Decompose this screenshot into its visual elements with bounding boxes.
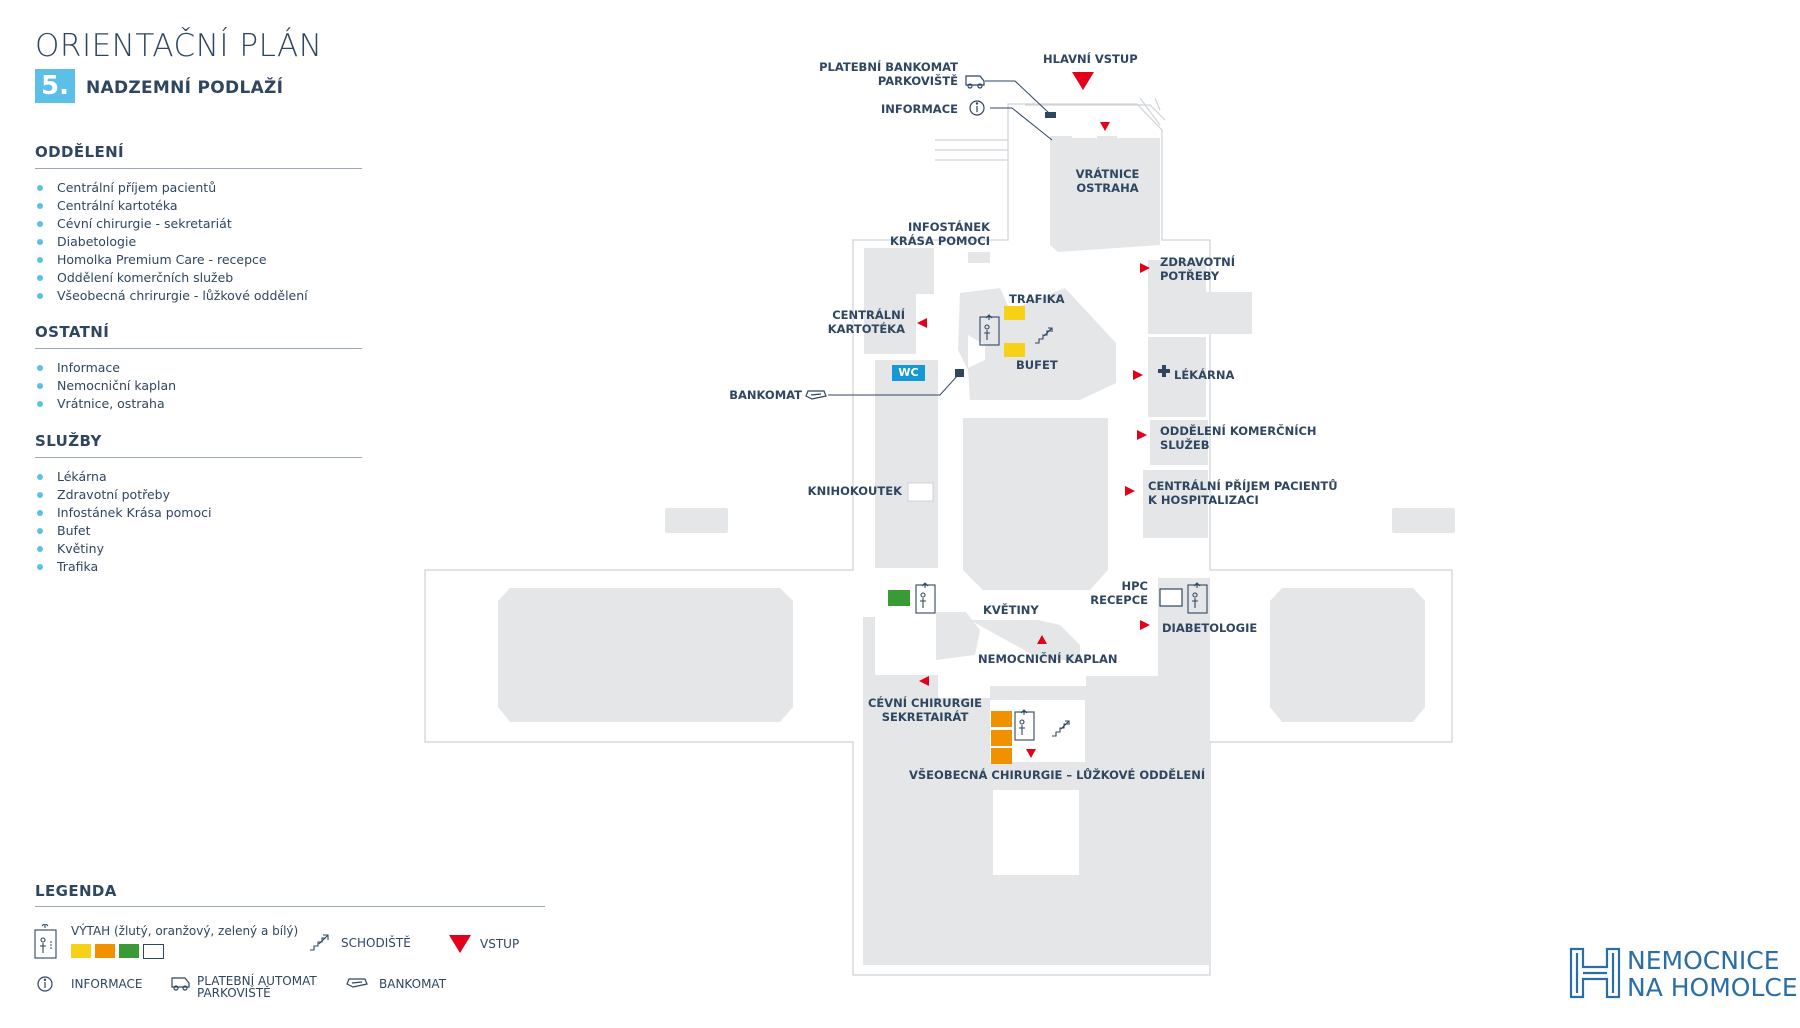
- list-item: Nemocniční kaplan: [35, 377, 176, 395]
- legend-swatch-orange: [95, 944, 115, 958]
- courtyard: [993, 790, 1079, 875]
- elevator-orange: [991, 730, 1012, 746]
- legend-bankomat-label: BANKOMAT: [379, 977, 447, 991]
- section-title-oddeleni: ODDĚLENÍ: [35, 143, 125, 161]
- section-title-ostatni: OSTATNÍ: [35, 323, 110, 341]
- list-item: Oddělení komerčních služeb: [35, 269, 308, 287]
- hospital-logo-mark: [1569, 947, 1621, 999]
- list-item: Diabetologie: [35, 233, 308, 251]
- building-outline: [424, 97, 1453, 976]
- hospital-logo-text: NEMOCNICE NA HOMOLCE: [1627, 946, 1798, 1002]
- legend-informace-label: INFORMACE: [71, 977, 143, 991]
- label-bankomat: BANKOMAT: [729, 388, 802, 402]
- label-cevni-chirurgie: CÉVNÍ CHIRURGIE SEKRETAIRÁT: [867, 696, 983, 724]
- atm-card-icon: [805, 390, 827, 400]
- legend-swatch-white: [143, 944, 164, 959]
- info-point-marker: [1045, 112, 1056, 118]
- left-wing-room: [498, 588, 793, 722]
- list-item: Bufet: [35, 522, 211, 540]
- label-nemocnicni-kaplan: NEMOCNIČNÍ KAPLAN: [978, 652, 1118, 666]
- label-lekarna: LÉKÁRNA: [1174, 368, 1235, 382]
- label-diabetologie: DIABETOLOGIE: [1162, 621, 1258, 635]
- page-title: ORIENTAČNÍ PLÁN: [35, 28, 323, 64]
- list-item: Centrální kartotéka: [35, 197, 308, 215]
- list-item: Homolka Premium Care - recepce: [35, 251, 308, 269]
- legend-divider: [35, 906, 545, 907]
- legend-vstup-label: VSTUP: [480, 937, 520, 951]
- legend-swatch-green: [119, 944, 139, 958]
- rooms: [863, 136, 1252, 965]
- stairs-icon: [1035, 327, 1070, 737]
- label-platebni-bankomat: PLATEBNÍ BANKOMAT PARKOVIŠTĚ: [819, 60, 958, 88]
- section-divider: [35, 457, 362, 458]
- legend-info-icon: [37, 976, 53, 992]
- list-item: Centrální příjem pacientů: [35, 179, 308, 197]
- section-title-sluzby: SLUŽBY: [35, 432, 102, 450]
- label-knihokoutek: KNIHOKOUTEK: [807, 484, 902, 498]
- entrance-marker: [917, 72, 1150, 758]
- info-icon: [969, 100, 985, 116]
- floor-label: NADZEMNÍ PODLAŽÍ: [86, 78, 284, 98]
- elevator-yellow: [1004, 343, 1025, 357]
- legend-atm-icon: [346, 978, 368, 988]
- label-infostanek: INFOSTÁNEK KRÁSA POMOCI: [890, 220, 990, 248]
- legend-swatch-yellow: [71, 944, 91, 958]
- connector-lines: [828, 80, 1053, 396]
- label-oddeleni-komercnich-sluzeb: ODDĚLENÍ KOMERČNÍCH SLUŽEB: [1160, 424, 1317, 452]
- list-item: Trafika: [35, 558, 211, 576]
- right-small-room: [1392, 508, 1455, 533]
- elevator-yellow: [1004, 306, 1025, 320]
- legend-parking-payment-icon: [171, 977, 190, 991]
- legend-vytah-label: VÝTAH (žlutý, oranžový, zelený a bílý): [71, 924, 299, 938]
- list-item: Informace: [35, 359, 176, 377]
- label-vseobecna-chirurgie: VŠEOBECNÁ CHIRURGIE – LŮŽKOVÉ ODDĚLENÍ: [909, 768, 1206, 782]
- label-zdravotni-potreby: ZDRAVOTNÍ POTŘEBY: [1160, 255, 1236, 283]
- floor-number-badge: 5.: [35, 69, 75, 103]
- elevator-orange: [991, 711, 1012, 727]
- label-hpc-recepce: HPC RECEPCE: [1090, 579, 1148, 607]
- label-centralni-prijem: CENTRÁLNÍ PŘÍJEM PACIENTŮ K HOSPITALIZAC…: [1148, 479, 1338, 507]
- elevator-orange: [991, 748, 1012, 764]
- wc-sign: [892, 365, 925, 381]
- section-divider: [35, 348, 362, 349]
- ostatni-list: Informace Nemocniční kaplan Vrátnice, os…: [35, 359, 176, 413]
- legend-elevator-icon: [34, 924, 57, 959]
- legend-entrance-icon: [449, 935, 471, 953]
- atm-marker: [955, 369, 964, 377]
- legend-schodiste-label: SCHODIŠTĚ: [341, 936, 411, 950]
- list-item: Vrátnice, ostraha: [35, 395, 176, 413]
- pharmacy-cross-icon: [1158, 365, 1170, 377]
- parking-payment-icon: [965, 75, 985, 89]
- label-wc: WC: [898, 366, 919, 379]
- list-item: Zdravotní potřeby: [35, 486, 211, 504]
- list-item: Infostánek Krása pomoci: [35, 504, 211, 522]
- list-item: Lékárna: [35, 468, 211, 486]
- elevator-icon: [915, 314, 1208, 741]
- legend-platebni-label: PLATEBNÍ AUTOMAT PARKOVIŠTĚ: [197, 974, 317, 1000]
- elevator-white: [1159, 588, 1183, 607]
- section-divider: [35, 168, 362, 169]
- oddeleni-list: Centrální příjem pacientů Centrální kart…: [35, 179, 308, 305]
- legend-title: LEGENDA: [35, 882, 117, 900]
- label-kvetiny: KVĚTINY: [983, 603, 1039, 617]
- label-vratnice: VRÁTNICE OSTRAHA: [1075, 167, 1140, 195]
- label-informace: INFORMACE: [880, 102, 958, 116]
- list-item: Všeobecná chrirurgie - lůžkové oddělení: [35, 287, 308, 305]
- right-wing-room: [1270, 588, 1425, 722]
- list-item: Květiny: [35, 540, 211, 558]
- legend-stairs-icon: [310, 934, 329, 951]
- list-item: Cévní chirurgie - sekretariát: [35, 215, 308, 233]
- label-hlavni-vstup: HLAVNÍ VSTUP: [1043, 52, 1138, 66]
- label-trafika: TRAFIKA: [1009, 292, 1065, 306]
- sluzby-list: Lékárna Zdravotní potřeby Infostánek Krá…: [35, 468, 211, 576]
- label-bufet: BUFET: [1016, 358, 1058, 372]
- left-small-room: [665, 508, 728, 533]
- elevator-green: [888, 590, 910, 606]
- label-centralni-kartoteka: CENTRÁLNÍ KARTOTÉKA: [827, 308, 905, 336]
